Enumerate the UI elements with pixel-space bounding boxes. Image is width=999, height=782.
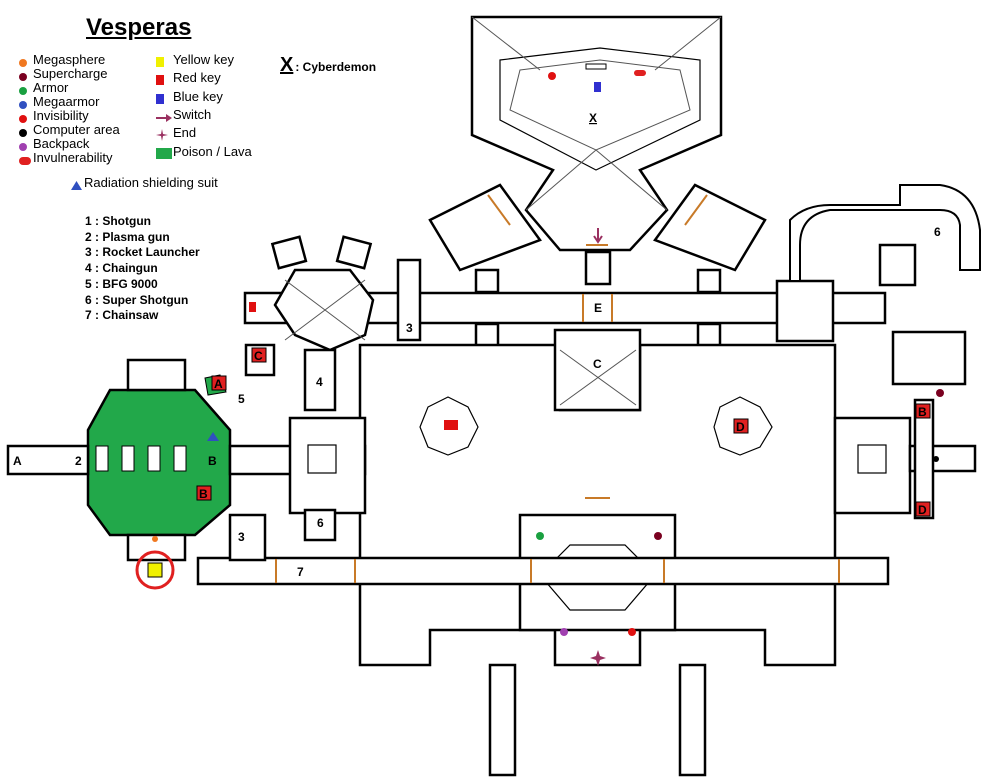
map-label-x: X bbox=[589, 111, 597, 125]
map-title: Vesperas bbox=[86, 14, 192, 41]
map-label-3-lower: 3 bbox=[238, 530, 245, 544]
legend-label: Yellow key bbox=[173, 52, 234, 67]
map-label-3-top: 3 bbox=[406, 321, 413, 335]
legend-label: Megasphere bbox=[33, 52, 106, 67]
megasphere-icon bbox=[19, 56, 27, 70]
legend-label: End bbox=[173, 125, 197, 141]
legend-item: Blue key bbox=[156, 88, 223, 104]
megaarmor-icon bbox=[19, 98, 27, 112]
weapon-item: 6 : Super Shotgun bbox=[85, 292, 189, 307]
lower-corridor: 7 bbox=[196, 556, 890, 777]
yellow-key-icon bbox=[156, 56, 164, 70]
weapon-item: 1 : Shotgun bbox=[85, 214, 151, 228]
door-a-label: A bbox=[214, 377, 223, 391]
legend-item: Megasphere bbox=[19, 52, 106, 67]
cyberdemon-symbol: X bbox=[280, 54, 294, 76]
map-label-a: A bbox=[13, 454, 22, 468]
legend-item: End bbox=[156, 125, 197, 142]
legend-item: Invulnerability bbox=[19, 150, 113, 165]
legend-item: Switch bbox=[156, 106, 212, 122]
weapon-item: 2 : Plasma gun bbox=[85, 229, 170, 244]
map-label-b: B bbox=[208, 454, 217, 468]
weapon-item: 3 : Rocket Launcher bbox=[85, 245, 200, 260]
map-label-4: 4 bbox=[316, 375, 323, 389]
weapon-item: 7 : Chainsaw bbox=[85, 308, 159, 323]
legend-item: Armor bbox=[19, 80, 69, 95]
legend-item: Poison / Lava bbox=[156, 143, 252, 159]
key-doors: A B C D B D bbox=[196, 347, 931, 517]
backpack-icon bbox=[19, 140, 27, 154]
computer-area-icon bbox=[19, 126, 27, 140]
legend-item: Invisibility bbox=[19, 108, 89, 123]
legend-item-radiation-suit: Radiation shielding suit bbox=[71, 175, 218, 190]
end-icon bbox=[156, 129, 168, 144]
legend-item: Megaarmor bbox=[19, 94, 100, 109]
legend-label: Computer area bbox=[33, 122, 120, 137]
door-d-pillar-label: D bbox=[736, 420, 745, 434]
map-label-5: 5 bbox=[238, 392, 245, 406]
legend-item: Supercharge bbox=[19, 66, 108, 81]
legend-item: Computer area bbox=[19, 122, 120, 137]
east-rooms: 6 bbox=[789, 184, 981, 520]
legend-label: Invulnerability bbox=[33, 150, 113, 165]
invulnerability-icon bbox=[19, 154, 31, 168]
door-c-label: C bbox=[254, 349, 263, 363]
map-label-2: 2 bbox=[75, 454, 82, 468]
legend-label: Poison / Lava bbox=[173, 143, 252, 159]
map-label-7: 7 bbox=[297, 565, 304, 579]
switch-icon bbox=[156, 111, 172, 125]
legend-item: Yellow key bbox=[156, 52, 234, 67]
map-label-c: C bbox=[593, 357, 602, 371]
door-d-right-label: D bbox=[918, 503, 927, 517]
map-label-e: E bbox=[594, 301, 602, 315]
radiation-suit-icon bbox=[71, 179, 82, 193]
legend-label: Switch bbox=[173, 106, 212, 122]
invisibility-icon bbox=[19, 112, 27, 126]
weapon-list: 1 : Shotgun 2 : Plasma gun 3 : Rocket La… bbox=[85, 214, 200, 324]
legend-item: Red key bbox=[156, 70, 221, 86]
poison-lava-icon bbox=[156, 147, 172, 162]
armor-icon bbox=[19, 84, 27, 98]
west-rooms: 4 5 6 3 bbox=[228, 343, 367, 562]
blue-key-icon bbox=[156, 93, 164, 107]
legend-label: Megaarmor bbox=[33, 94, 100, 109]
legend-label: Blue key bbox=[173, 88, 223, 104]
door-b-label: B bbox=[199, 487, 208, 501]
cyberdemon-arena: X bbox=[428, 15, 767, 286]
door-b-right-label: B bbox=[918, 405, 927, 419]
cyberdemon-label: : Cyberdemon bbox=[295, 60, 377, 74]
legend-label: Backpack bbox=[33, 136, 90, 151]
map-label-6-right: 6 bbox=[934, 225, 941, 239]
legend-item: Backpack bbox=[19, 136, 90, 151]
supercharge-icon bbox=[19, 70, 27, 84]
octagon-room bbox=[270, 235, 375, 352]
legend-label: Invisibility bbox=[33, 108, 89, 123]
map-label-6-lower: 6 bbox=[317, 516, 324, 530]
cyberdemon-legend: X: Cyberdemon bbox=[280, 54, 376, 77]
legend-label: Supercharge bbox=[33, 66, 108, 81]
weapon-item: 4 : Chaingun bbox=[85, 261, 158, 276]
weapon-item: 5 : BFG 9000 bbox=[85, 276, 158, 291]
legend-label: Armor bbox=[33, 80, 69, 95]
red-key-icon bbox=[156, 74, 164, 88]
legend-label: Red key bbox=[173, 70, 221, 86]
legend-label: Radiation shielding suit bbox=[84, 175, 218, 190]
